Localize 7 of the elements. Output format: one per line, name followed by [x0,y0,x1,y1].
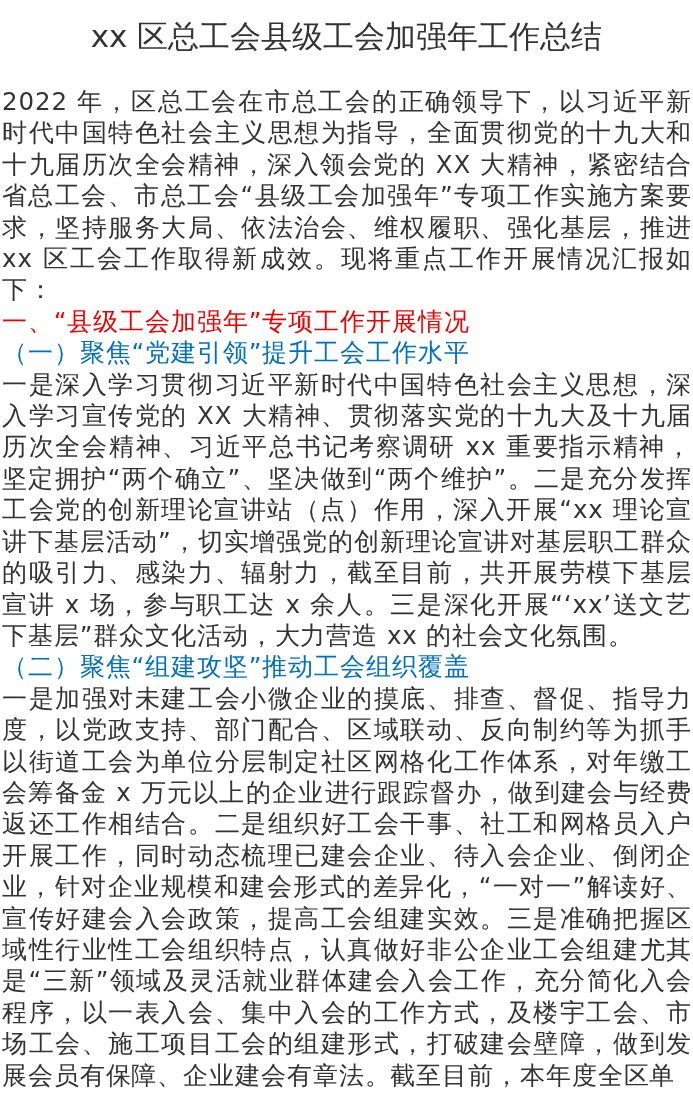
body-paragraph: 一是深入学习贯彻习近平新时代中国特色社会主义思想，深入学习宣传党的 XX 大精神、贯彻落实党的十九大及十九届历次全会精神、习近平总书记考察调研 xx 重要指示精神，坚定拥护“两个确立”、坚决做到“两个维护”。二是充分发挥工会党的创新理论宣讲站（点）作用，深入开展“xx 理论宣讲下基层活动”，切实增强党的创新理论宣讲对基层职工群众的吸引力、感染力、辐射力，截至目前，共开展劳模下基层宣讲 x 场，参与职工达 x 余人。三是深化开展“‘xx’送文艺下基层”群众文化活动，大力营造 xx 的社会文化氛围。 [2,368,692,652]
body-paragraph: 一是加强对未建工会小微企业的摸底、排查、督促、指导力度，以党政支持、部门配合、区域联动、反向制约等为抓手以街道工会为单位分层制定社区网格化工作体系，对年缴工会筹备金 x 万元以上的企业进行跟踪督办，做到建会与经费返还工作相结合。二是组织好工会干事、社工和网格员入户开展工作，同时动态梳理已建会企业、待入会企业、倒闭企业，针对企业规模和建会形式的差异化，“一对一”解读好、宣传好建会入会政策，提高工会组建实效。三是准确把握区域性行业性工会组织特点，认真做好非公企业工会组建尤其是“三新”领域及灵活就业群体建会入会工作，充分简化入会程序，以一表入会、集中入会的工作方式，及楼宇工会、市场工会、施工项目工会的组建形式，打破建会壁障，做到发展会员有保障、企业建会有章法。截至目前，本年度全区单 [2,682,692,1091]
subsection-heading: （一）聚焦“党建引领”提升工会工作水平 [2,337,471,369]
page-title: xx 区总工会县级工会加强年工作总结 [89,17,604,56]
body-paragraph: 2022 年，区总工会在市总工会的正确领导下，以习近平新时代中国特色社会主义思想为指导，全面贯彻党的十九大和十九届历次全会精神，深入领会党的 XX 大精神，紧密结合省总工会、市总工会“县级工会加强年”专项工作实施方案要求，坚持服务大局、依法治会、维权履职、强化基层，推进 xx 区工会工作取得新成效。现将重点工作开展情况汇报如下： [2,86,692,306]
subsection-heading: （二）聚焦“组建攻坚”推动工会组织覆盖 [2,651,471,683]
section-heading: 一、“县级工会加强年”专项工作开展情况 [2,305,471,338]
